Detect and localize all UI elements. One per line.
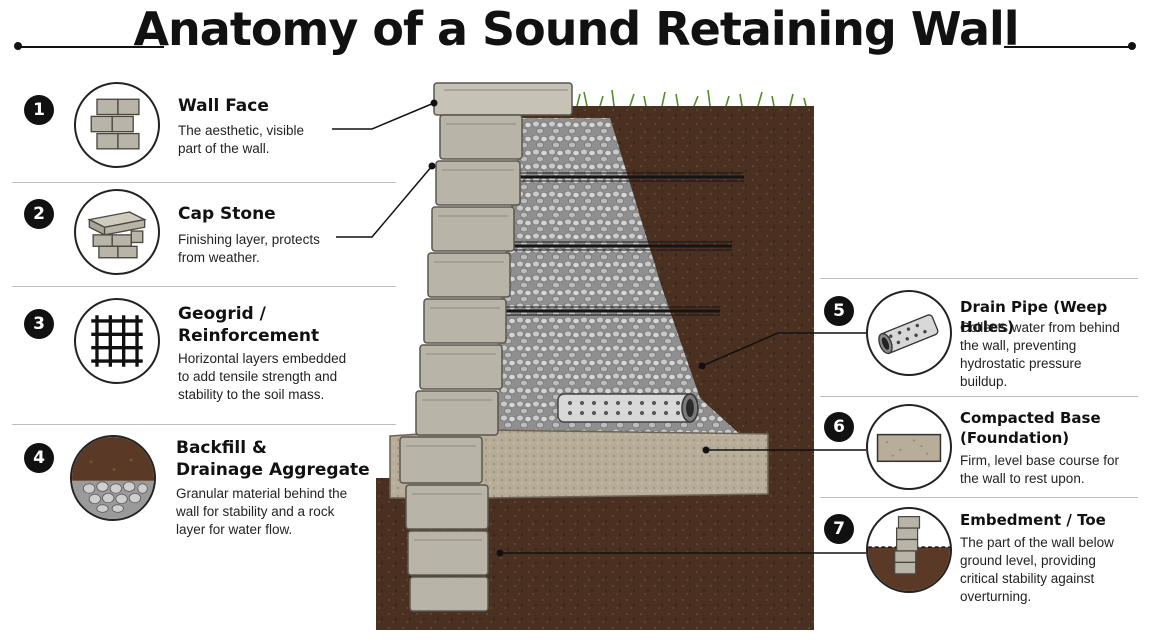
- backfill-aggregate-icon: [70, 435, 156, 521]
- item-desc-5-line: buildup.: [960, 374, 1008, 389]
- item-title-4: Backfill &: [176, 438, 267, 458]
- title-rule-dot-right: [1128, 42, 1136, 50]
- geogrid-icon: [74, 298, 160, 384]
- wall-cross-section: [372, 78, 814, 630]
- embedment-toe-icon: [866, 507, 952, 593]
- separator: [12, 182, 396, 183]
- item-desc-3-line: stability to the soil mass.: [178, 387, 325, 402]
- compacted-base-icon: [866, 404, 952, 490]
- item-desc-6-line: Firm, level base course for: [960, 453, 1120, 468]
- item-desc-7: The part of the wall below ground level,…: [960, 534, 1114, 606]
- item-title-7: Embedment / Toe: [960, 511, 1106, 529]
- cap-stone-icon: [74, 189, 160, 275]
- item-number-2: 2: [24, 199, 54, 229]
- separator: [820, 396, 1138, 397]
- title-rule-right: [1004, 46, 1132, 48]
- item-desc-6: Firm, level base course for the wall to …: [960, 452, 1119, 488]
- item-desc-5: Collects water from behind the wall, pre…: [960, 319, 1120, 391]
- item-desc-3: Horizontal layers embedded to add tensil…: [178, 350, 346, 404]
- item-title-4-line2: Drainage Aggregate: [176, 460, 370, 480]
- page-title: Anatomy of a Sound Retaining Wall: [133, 2, 1019, 56]
- item-title-3: Geogrid /: [178, 304, 266, 324]
- item-desc-4-line: Granular material behind the: [176, 486, 348, 501]
- item-desc-2-line: from weather.: [178, 250, 260, 265]
- item-desc-5-line: Collects water from behind: [960, 320, 1120, 335]
- item-title-2: Cap Stone: [178, 204, 276, 224]
- item-number-7: 7: [824, 514, 854, 544]
- separator: [820, 497, 1138, 498]
- item-desc-7-line: overturning.: [960, 589, 1032, 604]
- wall-cross-section-illustration: [376, 82, 814, 630]
- separator: [12, 286, 396, 287]
- item-number-4: 4: [24, 443, 54, 473]
- item-desc-4: Granular material behind the wall for st…: [176, 485, 347, 539]
- item-desc-4-line: wall for stability and a rock: [176, 504, 335, 519]
- separator: [820, 278, 1138, 279]
- item-desc-1-line: part of the wall.: [178, 141, 270, 156]
- item-title-3-line2: Reinforcement: [178, 326, 320, 346]
- item-title-6: Compacted Base: [960, 409, 1101, 427]
- item-desc-1-line: The aesthetic, visible: [178, 123, 305, 138]
- title-rule-left: [18, 46, 164, 48]
- separator: [12, 424, 396, 425]
- item-desc-5-line: hydrostatic pressure: [960, 356, 1082, 371]
- item-desc-7-line: ground level, providing: [960, 553, 1096, 568]
- item-desc-6-line: the wall to rest upon.: [960, 471, 1085, 486]
- item-desc-1: The aesthetic, visible part of the wall.: [178, 122, 304, 158]
- item-title-5: Drain Pipe (Weep Holes): [960, 298, 1108, 336]
- wall-face-icon: [74, 82, 160, 168]
- item-desc-2: Finishing layer, protects from weather.: [178, 231, 320, 267]
- item-number-6: 6: [824, 412, 854, 442]
- item-number-1: 1: [24, 95, 54, 125]
- drain-pipe-icon: [866, 290, 952, 376]
- item-desc-3-line: to add tensile strength and: [178, 369, 338, 384]
- item-desc-3-line: Horizontal layers embedded: [178, 351, 347, 366]
- item-number-3: 3: [24, 309, 54, 339]
- item-number-5: 5: [824, 296, 854, 326]
- item-desc-7-line: critical stability against: [960, 571, 1095, 586]
- item-title-6-line2: (Foundation): [960, 429, 1070, 447]
- item-desc-7-line: The part of the wall below: [960, 535, 1114, 550]
- item-title-1: Wall Face: [178, 96, 269, 116]
- item-desc-2-line: Finishing layer, protects: [178, 232, 320, 247]
- item-desc-5-line: the wall, preventing: [960, 338, 1077, 353]
- item-desc-4-line: layer for water flow.: [176, 522, 293, 537]
